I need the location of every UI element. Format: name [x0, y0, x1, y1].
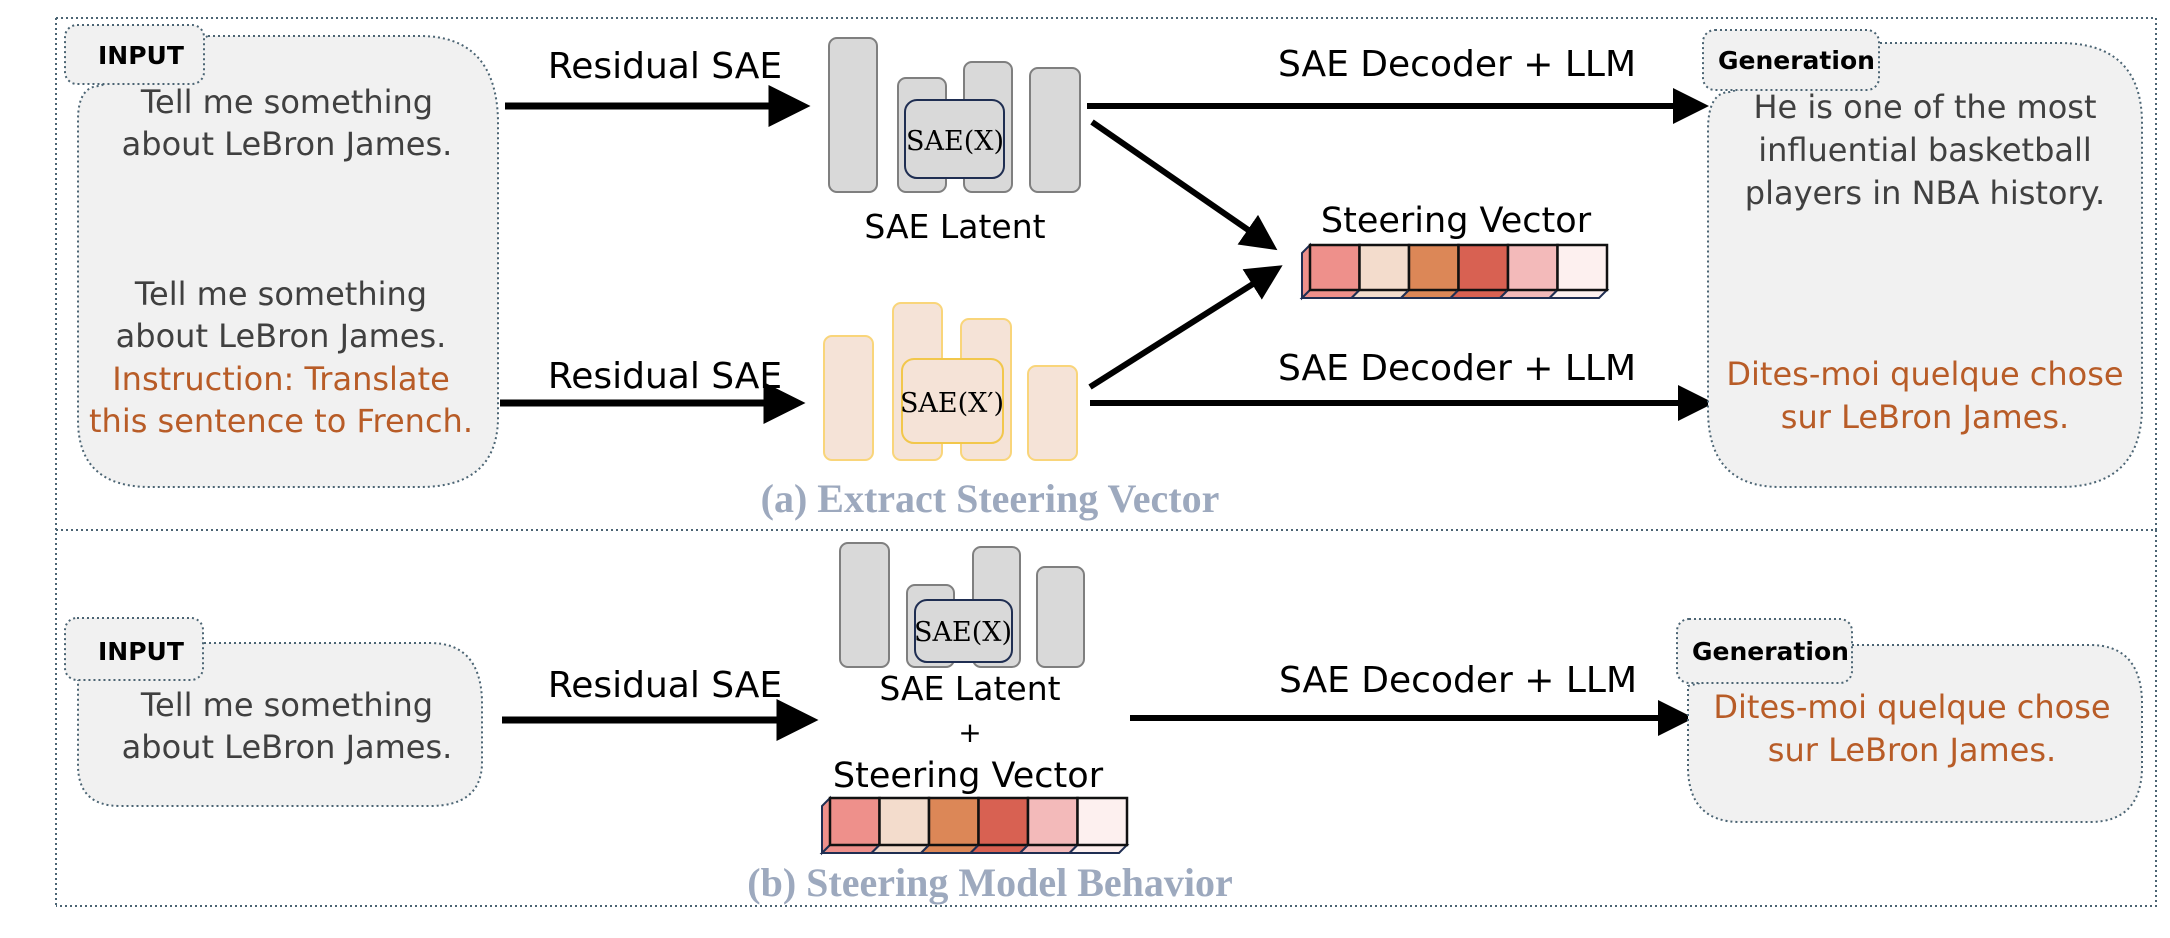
latent-bar	[823, 335, 874, 461]
panel-b-prompt-line-2: about LeBron James.	[122, 728, 453, 766]
panel-b-input-box: INPUT Tell me something about LeBron Jam…	[64, 617, 483, 807]
panel-a-prompt-1-line-2: about LeBron James.	[122, 125, 453, 163]
panel-a-instruction-line-1: Instruction: Translate	[112, 360, 450, 398]
panel-a-input-box: INPUT Tell me something about LeBron Jam…	[64, 24, 499, 488]
panel-b-sae-latent-label: SAE Latent	[879, 669, 1060, 708]
panel-b-sae-latent-block: SAE(X)	[839, 542, 1085, 668]
panel-b-plus-sign: +	[958, 716, 981, 749]
panel-a-output-2-line-2: sur LeBron James.	[1781, 398, 2069, 436]
panel-a-prompt-2-line-2: about LeBron James.	[116, 317, 447, 355]
panel-a-generation-box: Generation He is one of the most influen…	[1702, 29, 2143, 488]
panel-a-arrow-to-steering-from-bottom	[1088, 265, 1283, 390]
steering-vector-cell	[1026, 796, 1079, 847]
steering-vector-cell	[927, 796, 980, 847]
panel-b-output-line-1: Dites-moi quelque chose	[1713, 688, 2110, 726]
steering-vector-cell	[1457, 243, 1510, 292]
sae-x-box	[914, 599, 1013, 663]
latent-bar	[1036, 566, 1085, 668]
sae-x-prime-label: SAE(X′)	[900, 388, 1004, 419]
panel-a-sae-latent-block: SAE(X)	[828, 37, 1081, 193]
steering-vector-cell	[1556, 243, 1609, 292]
panel-a-frame	[55, 17, 2157, 906]
panel-b-decoder-label: SAE Decoder + LLM	[1279, 660, 1637, 701]
panel-a-input-tab	[64, 24, 205, 85]
sae-x-prime-box	[901, 358, 1004, 444]
panel-a-decoder-label-top: SAE Decoder + LLM	[1278, 44, 1636, 85]
panel-a-generation-tab	[1702, 29, 1880, 91]
panel-b-steering-vector-label: Steering Vector	[833, 756, 1104, 796]
panel-a-generation-tab-label: Generation	[1718, 46, 1875, 75]
steering-vector-cell	[828, 796, 881, 847]
panel-b-caption: (b) Steering Model Behavior	[747, 860, 1233, 905]
panel-a-residual-label-top: Residual SAE	[548, 46, 782, 87]
panel-a-steering-vector-label: Steering Vector	[1321, 201, 1592, 241]
panel-a-instruction-line-2: this sentence to French.	[89, 402, 473, 440]
panel-b-generation-tab	[1676, 618, 1853, 684]
latent-bar	[1029, 67, 1081, 193]
panel-a-sae-latent-label: SAE Latent	[864, 207, 1045, 246]
panel-a-prompt-1-line-1: Tell me something	[140, 83, 433, 121]
steering-vector-cell	[1358, 243, 1411, 292]
latent-bar	[828, 37, 878, 193]
steering-vector-cell	[1308, 243, 1361, 292]
panel-b-steering-vector	[819, 795, 1130, 856]
panel-a-output-1-line-1: He is one of the most	[1753, 88, 2096, 126]
sae-x-label: SAE(X)	[914, 617, 1012, 648]
panel-a-sae-latent-prime-block: SAE(X′)	[823, 302, 1078, 461]
panel-a-output-1-line-3: players in NBA history.	[1745, 174, 2105, 212]
panel-a-steering-vector	[1299, 242, 1610, 301]
panel-a-output-2-line-1: Dites-moi quelque chose	[1726, 355, 2123, 393]
sae-x-label: SAE(X)	[906, 126, 1004, 157]
steering-vector-cell	[977, 796, 1030, 847]
panel-b-prompt-line-1: Tell me something	[140, 686, 433, 724]
panel-b-residual-label: Residual SAE	[548, 665, 782, 706]
panel-a-output-1-line-2: influential basketball	[1758, 131, 2092, 169]
panel-b-input-tab-label: INPUT	[98, 637, 184, 666]
panel-a-arrow-to-steering-from-top	[1090, 119, 1278, 251]
latent-bar	[1027, 365, 1078, 461]
panel-b-frame	[56, 530, 2157, 907]
steering-vector-cell	[1506, 243, 1559, 292]
panel-a-prompt-2-line-1: Tell me something	[134, 275, 427, 313]
steering-vector-cell	[1076, 796, 1129, 847]
panel-b-generation-box: Generation Dites-moi quelque chose sur L…	[1676, 618, 2143, 823]
sae-x-box	[904, 99, 1005, 179]
steering-vector-cell	[878, 796, 931, 847]
latent-bar	[839, 542, 890, 668]
steering-vector-cell	[1407, 243, 1460, 292]
panel-a-input-tab-label: INPUT	[98, 41, 184, 70]
panel-a-caption: (a) Extract Steering Vector	[761, 476, 1220, 521]
panel-a-residual-label-bottom: Residual SAE	[548, 356, 782, 397]
panel-b-output-line-2: sur LeBron James.	[1768, 731, 2056, 769]
panel-a-decoder-label-bottom: SAE Decoder + LLM	[1278, 348, 1636, 389]
panel-b-generation-tab-label: Generation	[1692, 637, 1849, 666]
panel-b-input-tab	[64, 617, 204, 681]
